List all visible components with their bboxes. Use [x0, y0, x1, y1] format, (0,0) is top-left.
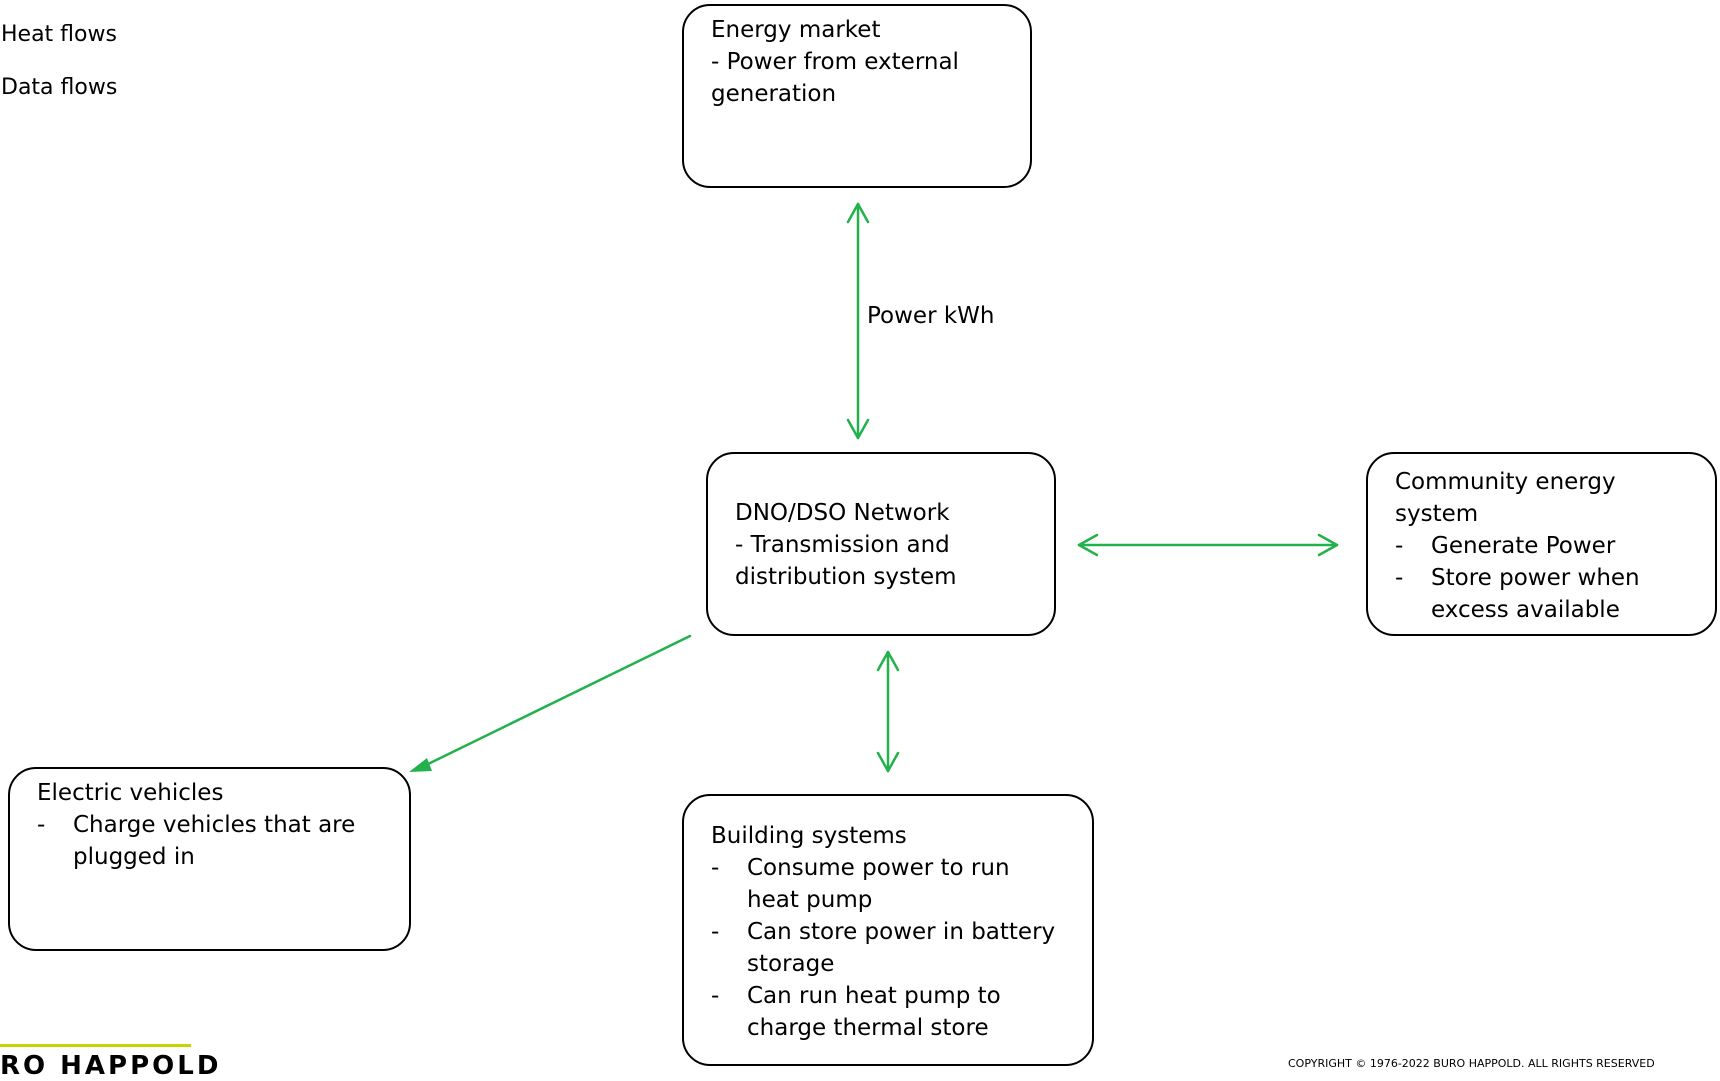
- node-bullet-item: Generate Power: [1395, 530, 1685, 562]
- node-line: - Transmission and: [735, 532, 950, 558]
- node-building-systems: Building systems Consume power to run he…: [682, 794, 1094, 1066]
- legend-heat-flows: Heat flows: [1, 22, 117, 47]
- node-bullet-item: Can store power in battery storage: [711, 916, 1056, 980]
- arrow-market-dno: [846, 202, 870, 440]
- edge-label-power-kwh: Power kWh: [867, 303, 995, 329]
- node-line: generation: [711, 81, 837, 107]
- node-community-energy-system: Community energy system Generate Power S…: [1366, 452, 1717, 636]
- node-bullet-item: Consume power to run heat pump: [711, 852, 1056, 916]
- node-title: DNO/DSO Network: [735, 500, 950, 526]
- node-title: Energy market: [711, 17, 881, 43]
- node-bullet-item: Store power when excess available: [1395, 562, 1685, 626]
- node-title: Community energy system: [1395, 469, 1616, 527]
- node-line: - Power from external: [711, 49, 959, 75]
- arrow-dno-ev: [422, 634, 692, 768]
- node-dno-dso-network: DNO/DSO Network - Transmission and distr…: [706, 452, 1056, 636]
- copyright-notice: COPYRIGHT © 1976-2022 BURO HAPPOLD. ALL …: [1288, 1057, 1655, 1070]
- node-line: distribution system: [735, 564, 957, 590]
- node-bullet-list: Generate Power Store power when excess a…: [1395, 530, 1685, 626]
- node-bullet-list: Charge vehicles that are plugged in: [37, 809, 379, 873]
- node-bullet-list: Consume power to run heat pump Can store…: [711, 852, 1056, 1044]
- node-title: Electric vehicles: [37, 780, 224, 806]
- node-electric-vehicles: Electric vehicles Charge vehicles that a…: [8, 767, 411, 951]
- node-bullet-item: Charge vehicles that are plugged in: [37, 809, 379, 873]
- logo-accent-bar: [0, 1044, 191, 1047]
- company-logo: RO HAPPOLD: [0, 1051, 222, 1081]
- node-bullet-item: Can run heat pump to charge thermal stor…: [711, 980, 1056, 1044]
- node-energy-market: Energy market - Power from external gene…: [682, 4, 1032, 188]
- legend-data-flows: Data flows: [1, 75, 118, 100]
- arrow-dno-building: [876, 650, 900, 773]
- node-title: Building systems: [711, 823, 907, 849]
- arrow-dno-community: [1077, 533, 1339, 557]
- arrow-dno-ev-head: [409, 758, 432, 772]
